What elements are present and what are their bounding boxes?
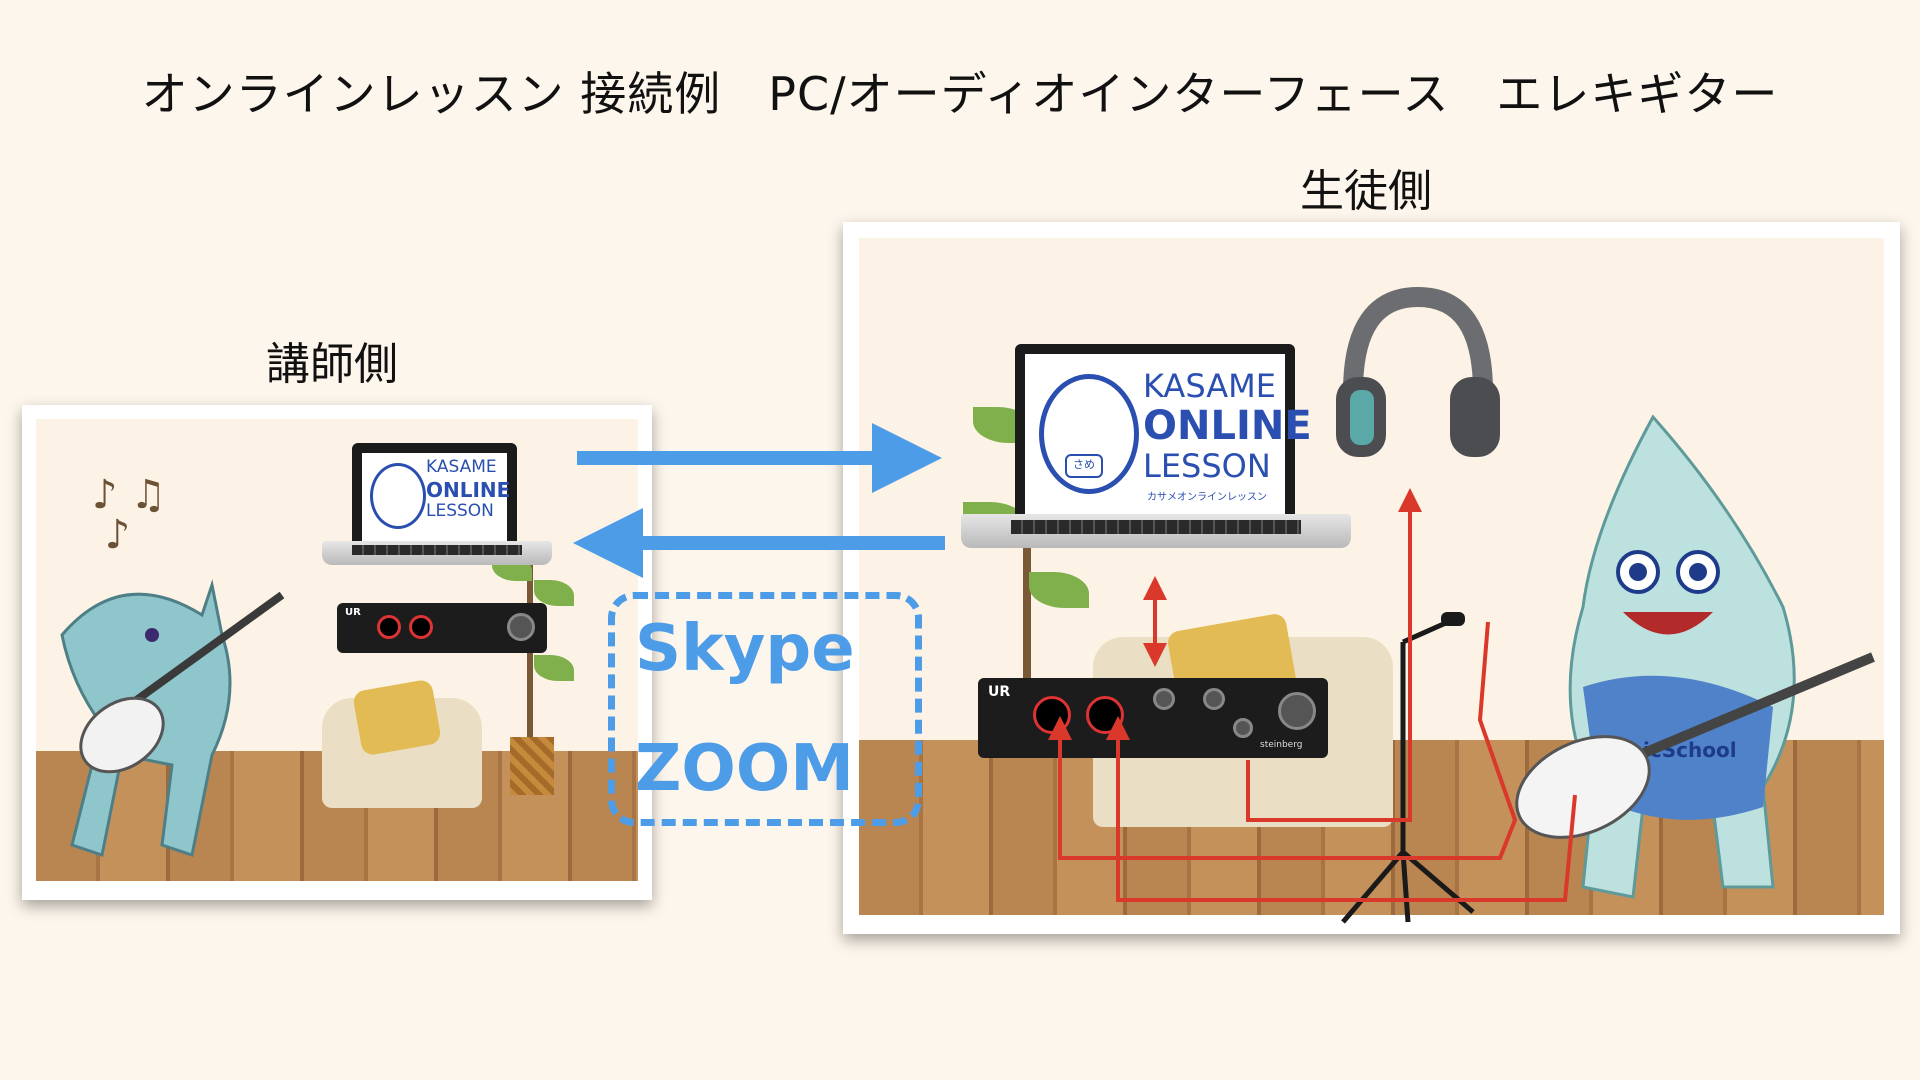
student-laptop-base: [961, 514, 1351, 548]
teacher-audio-interface-icon: UR: [337, 603, 547, 653]
interface-output-knob: [1278, 692, 1316, 730]
interface-model-mark: UR: [345, 607, 361, 618]
student-room-panel: さめ KASAME ONLINE LESSON カサメオンラインレッスン UR …: [843, 222, 1900, 934]
page-title: オンラインレッスン 接続例 PC/オーディオインターフェース エレキギター: [141, 67, 1779, 121]
logo-line1: KASAME: [1143, 367, 1276, 405]
teacher-side-label: 講師側: [266, 339, 398, 390]
guitar-icon: [79, 696, 165, 774]
teacher-plant-leaf: [534, 655, 574, 681]
headphones-icon: [1336, 286, 1500, 457]
teacher-room-panel: ♪ ♫ ♪ KASAME ONLINE LESSON UR: [22, 405, 652, 900]
teacher-laptop-icon: KASAME ONLINE LESSON: [352, 443, 517, 551]
teacher-plant-leaf: [534, 580, 574, 606]
logo-badge: さめ: [1065, 454, 1103, 478]
interface-gain-knob: [1153, 688, 1175, 710]
interface-input-2: [409, 615, 433, 639]
student-laptop-icon: さめ KASAME ONLINE LESSON カサメオンラインレッスン: [1015, 344, 1312, 524]
student-shark-mouth: [1623, 612, 1713, 635]
logo-line3: LESSON: [1143, 447, 1271, 485]
student-shark-pupil: [1629, 563, 1647, 581]
logo-line2: ONLINE: [426, 478, 511, 502]
student-shark-guitarist-icon: icSchool: [1515, 414, 1875, 899]
logo-mascot-icon: [1039, 374, 1139, 494]
student-plant-trunk: [1023, 402, 1031, 722]
logo-line1: KASAME: [426, 457, 497, 477]
teacher-keyboard: [352, 545, 522, 555]
teacher-shark-guitarist-icon: [60, 579, 285, 857]
interface-phones-jack: [1233, 718, 1253, 738]
network-skype-label: Skype: [635, 612, 855, 686]
teacher-laptop-base: [322, 541, 552, 565]
guitar-cable: [1106, 716, 1577, 902]
network-zoom-label: ZOOM: [635, 732, 854, 806]
music-notes-icon: ♪ ♫ ♪: [92, 472, 167, 558]
interface-mix-knob: [1203, 688, 1225, 710]
student-shark-pupil: [1689, 563, 1707, 581]
interface-output-knob: [507, 613, 535, 641]
mic-cable: [1048, 621, 1518, 860]
interface-input-1: [377, 615, 401, 639]
network-service-box: [608, 592, 922, 826]
interface-input-2: [1086, 696, 1124, 734]
logo-subtitle: カサメオンラインレッスン: [1147, 492, 1267, 503]
headphones-right-cup: [1450, 377, 1500, 457]
teacher-plant-pot: [510, 737, 554, 795]
student-side-label: 生徒側: [1300, 166, 1432, 217]
headphone-cable: [1246, 488, 1422, 822]
student-audio-interface-icon: UR steinberg: [978, 678, 1328, 758]
headphones-band: [1343, 286, 1493, 393]
logo-mascot-icon: [370, 463, 426, 529]
mic-head: [1441, 612, 1465, 626]
interface-brand: steinberg: [1260, 740, 1303, 750]
headphones-pad: [1350, 390, 1374, 445]
interface-model-mark: UR: [988, 684, 1011, 700]
logo-line2: ONLINE: [1143, 403, 1312, 449]
mic-stand-leg: [1341, 850, 1405, 924]
student-keyboard: [1011, 520, 1301, 534]
teacher-shark-eye: [145, 628, 159, 642]
guitar-icon: [1515, 735, 1651, 839]
mic-stand-leg: [1400, 851, 1411, 923]
logo-line3: LESSON: [426, 501, 494, 521]
